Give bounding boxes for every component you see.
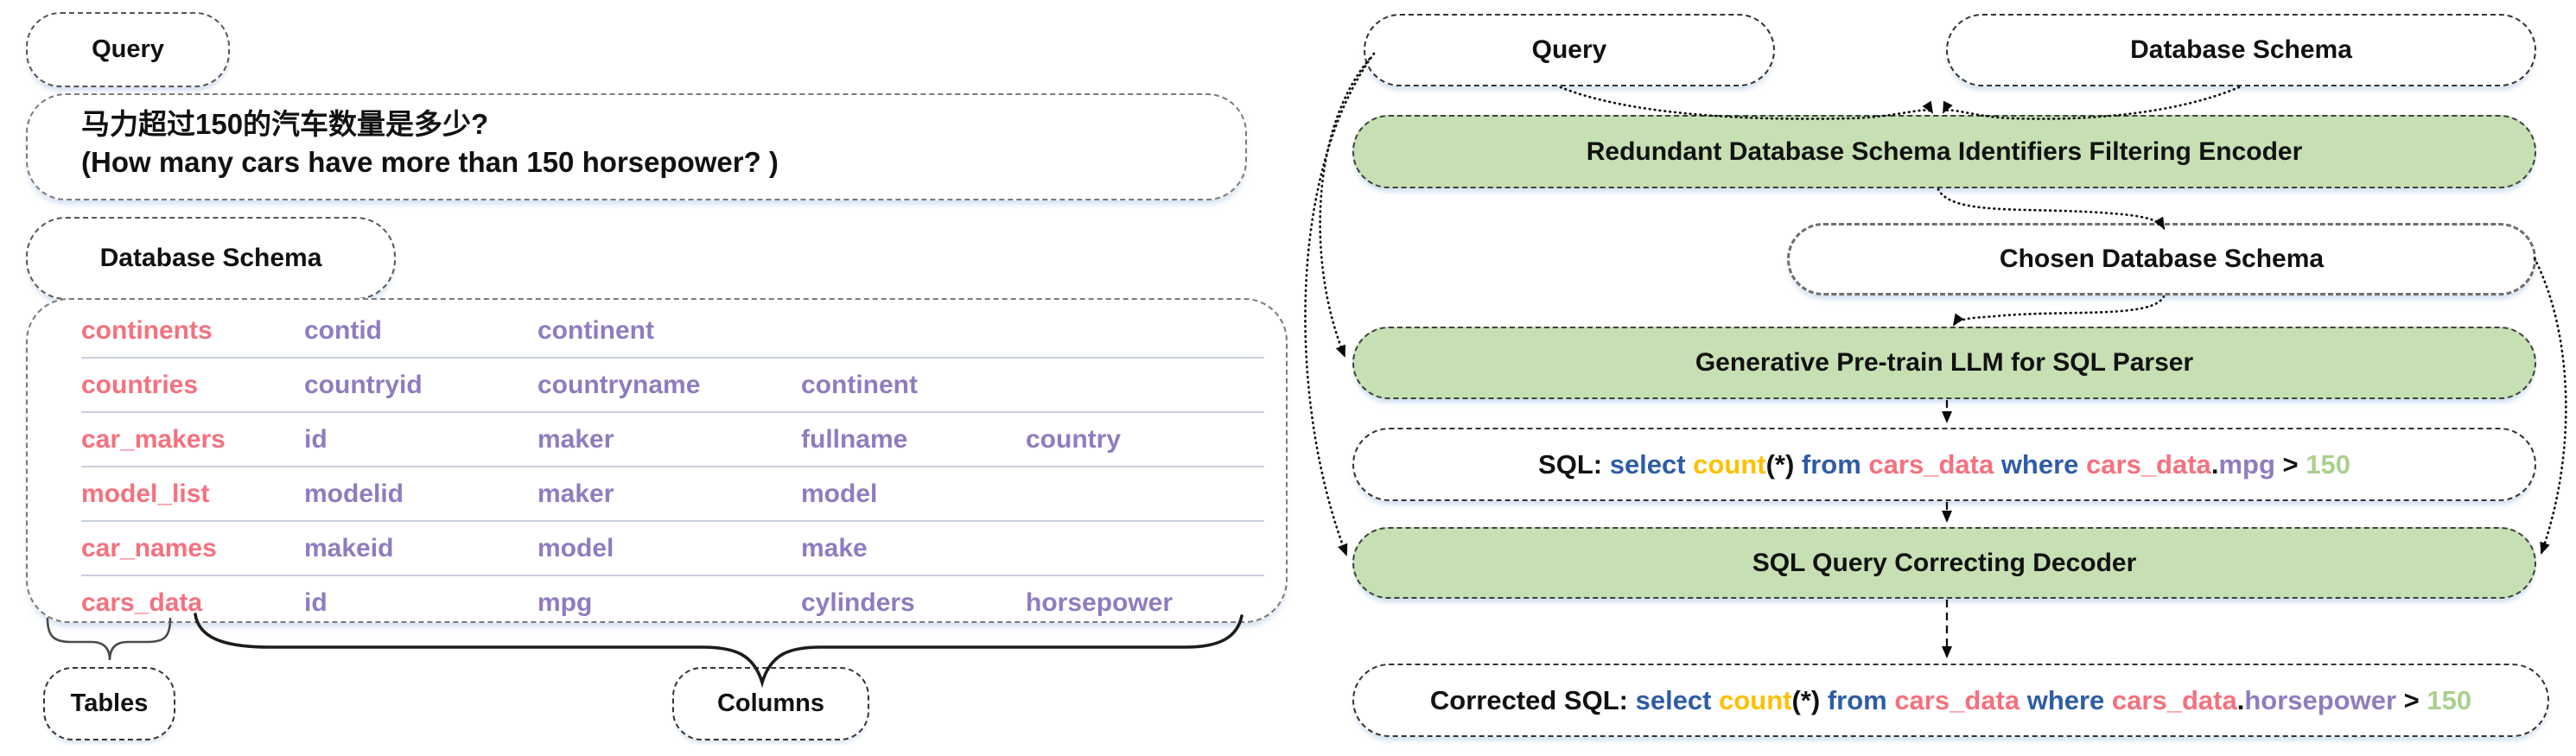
schema-column-name: model bbox=[801, 479, 878, 508]
sql-token: cars_data bbox=[2086, 448, 2211, 480]
sql-correcting-decoder-label: SQL Query Correcting Decoder bbox=[1752, 548, 2137, 577]
schema-column-name: horsepower bbox=[1026, 588, 1174, 617]
chosen-database-schema-label: Chosen Database Schema bbox=[1999, 245, 2325, 273]
schema-column-name: id bbox=[304, 588, 328, 617]
schema-column-name: model bbox=[537, 533, 614, 562]
schema-table-name: car_makers bbox=[81, 424, 226, 454]
schema-table-name: countries bbox=[81, 370, 199, 399]
tables-pill: Tables bbox=[43, 667, 175, 740]
schema-column-name: make bbox=[801, 533, 868, 562]
sql-token: cars_data bbox=[1894, 684, 2027, 715]
schema-column-name: maker bbox=[537, 479, 614, 508]
sql-token: where bbox=[2000, 448, 2087, 480]
schema-column-name: country bbox=[1026, 424, 1122, 454]
filtering-encoder-label: Redundant Database Schema Identifiers Fi… bbox=[1586, 137, 2303, 166]
sql-output-pill: SQL: select count(*) from cars_data wher… bbox=[1352, 428, 2536, 501]
chosen-database-schema-pill: Chosen Database Schema bbox=[1787, 223, 2536, 295]
sql-token: select bbox=[1635, 684, 1720, 715]
columns-pill: Columns bbox=[672, 667, 869, 740]
sql-token: cars_data bbox=[1868, 448, 2001, 480]
tables-label: Tables bbox=[70, 689, 149, 717]
schema-row-continents: continents contid continent bbox=[81, 304, 1264, 359]
query-text-box: 马力超过150的汽车数量是多少? (How many cars have mor… bbox=[26, 93, 1247, 200]
right-query-label: Query bbox=[1531, 35, 1607, 64]
sql-token: (*) bbox=[1791, 684, 1828, 715]
sql-correcting-decoder-box: SQL Query Correcting Decoder bbox=[1352, 527, 2536, 599]
sql-token: count bbox=[1719, 684, 1792, 715]
sql-token: select bbox=[1609, 448, 1694, 480]
schema-column-name: mpg bbox=[537, 588, 593, 617]
sql-token: 150 bbox=[2427, 684, 2472, 715]
sql-token: . bbox=[2210, 448, 2219, 480]
schema-row-car_makers: car_makers id maker fullname country bbox=[81, 413, 1264, 467]
sql-token: > bbox=[2403, 684, 2427, 715]
sql-token: from bbox=[1801, 448, 1869, 480]
llm-sql-parser-box: Generative Pre-train LLM for SQL Parser bbox=[1352, 327, 2536, 399]
sql-token: horsepower bbox=[2244, 684, 2404, 715]
sql-token: where bbox=[2026, 684, 2112, 715]
schema-table-name: car_names bbox=[81, 533, 217, 562]
left-query-label: Query bbox=[92, 35, 164, 63]
right-database-schema-label: Database Schema bbox=[2130, 35, 2352, 64]
schema-column-name: modelid bbox=[304, 479, 404, 508]
left-database-schema-label: Database Schema bbox=[99, 244, 322, 272]
sql-output-text: SQL: select count(*) from cars_data wher… bbox=[1538, 449, 2350, 480]
right-database-schema-pill: Database Schema bbox=[1946, 14, 2536, 86]
columns-label: Columns bbox=[716, 689, 825, 717]
arrow-chosen-schema-to-decoder bbox=[2533, 257, 2567, 555]
arrow-chosen-schema-to-parser bbox=[1952, 295, 2166, 327]
schema-row-countries: countries countryid countryname continent bbox=[81, 359, 1264, 413]
filtering-encoder-box: Redundant Database Schema Identifiers Fi… bbox=[1352, 115, 2536, 188]
corrected-sql-text: Corrected SQL: select count(*) from cars… bbox=[1430, 685, 2471, 716]
schema-row-model_list: model_list modelid maker model bbox=[81, 467, 1264, 522]
schema-row-cars_data: cars_data id mpg cylinders horsepower bbox=[81, 576, 1264, 629]
schema-column-name: continent bbox=[801, 370, 918, 399]
sql-token: > bbox=[2282, 448, 2306, 480]
sql-token: SQL: bbox=[1538, 448, 1610, 480]
schema-column-name: makeid bbox=[304, 533, 394, 562]
schema-column-name: countryname bbox=[537, 370, 701, 399]
corrected-sql-pill: Corrected SQL: select count(*) from cars… bbox=[1352, 664, 2549, 737]
schema-column-name: continent bbox=[537, 315, 654, 345]
sql-token: cars_data bbox=[2111, 684, 2237, 715]
sql-token: (*) bbox=[1765, 448, 1802, 480]
schema-table-name: continents bbox=[81, 315, 213, 345]
llm-sql-parser-label: Generative Pre-train LLM for SQL Parser bbox=[1695, 348, 2194, 377]
sql-token: from bbox=[1827, 684, 1895, 715]
left-database-schema-pill: Database Schema bbox=[26, 217, 396, 300]
arrow-query-to-parser bbox=[1319, 57, 1371, 358]
schema-row-car_names: car_names makeid model make bbox=[81, 522, 1264, 576]
schema-table-name: model_list bbox=[81, 479, 210, 508]
left-query-pill: Query bbox=[26, 12, 230, 87]
sql-token: mpg bbox=[2218, 448, 2283, 480]
sql-token: Corrected SQL: bbox=[1429, 684, 1636, 715]
query-text-english: (How many cars have more than 150 horsep… bbox=[81, 146, 779, 178]
sql-token: . bbox=[2236, 684, 2245, 715]
schema-column-name: id bbox=[304, 424, 328, 454]
sql-token: count bbox=[1693, 448, 1766, 480]
right-query-pill: Query bbox=[1364, 14, 1775, 86]
schema-column-name: cylinders bbox=[801, 588, 915, 617]
schema-column-name: countryid bbox=[304, 370, 423, 399]
schema-table-name: cars_data bbox=[81, 588, 203, 617]
sql-token: 150 bbox=[2306, 448, 2350, 480]
schema-column-name: contid bbox=[304, 315, 382, 345]
query-text-chinese: 马力超过150的汽车数量是多少? bbox=[81, 108, 489, 140]
schema-column-name: maker bbox=[537, 424, 614, 454]
schema-column-name: fullname bbox=[801, 424, 908, 454]
